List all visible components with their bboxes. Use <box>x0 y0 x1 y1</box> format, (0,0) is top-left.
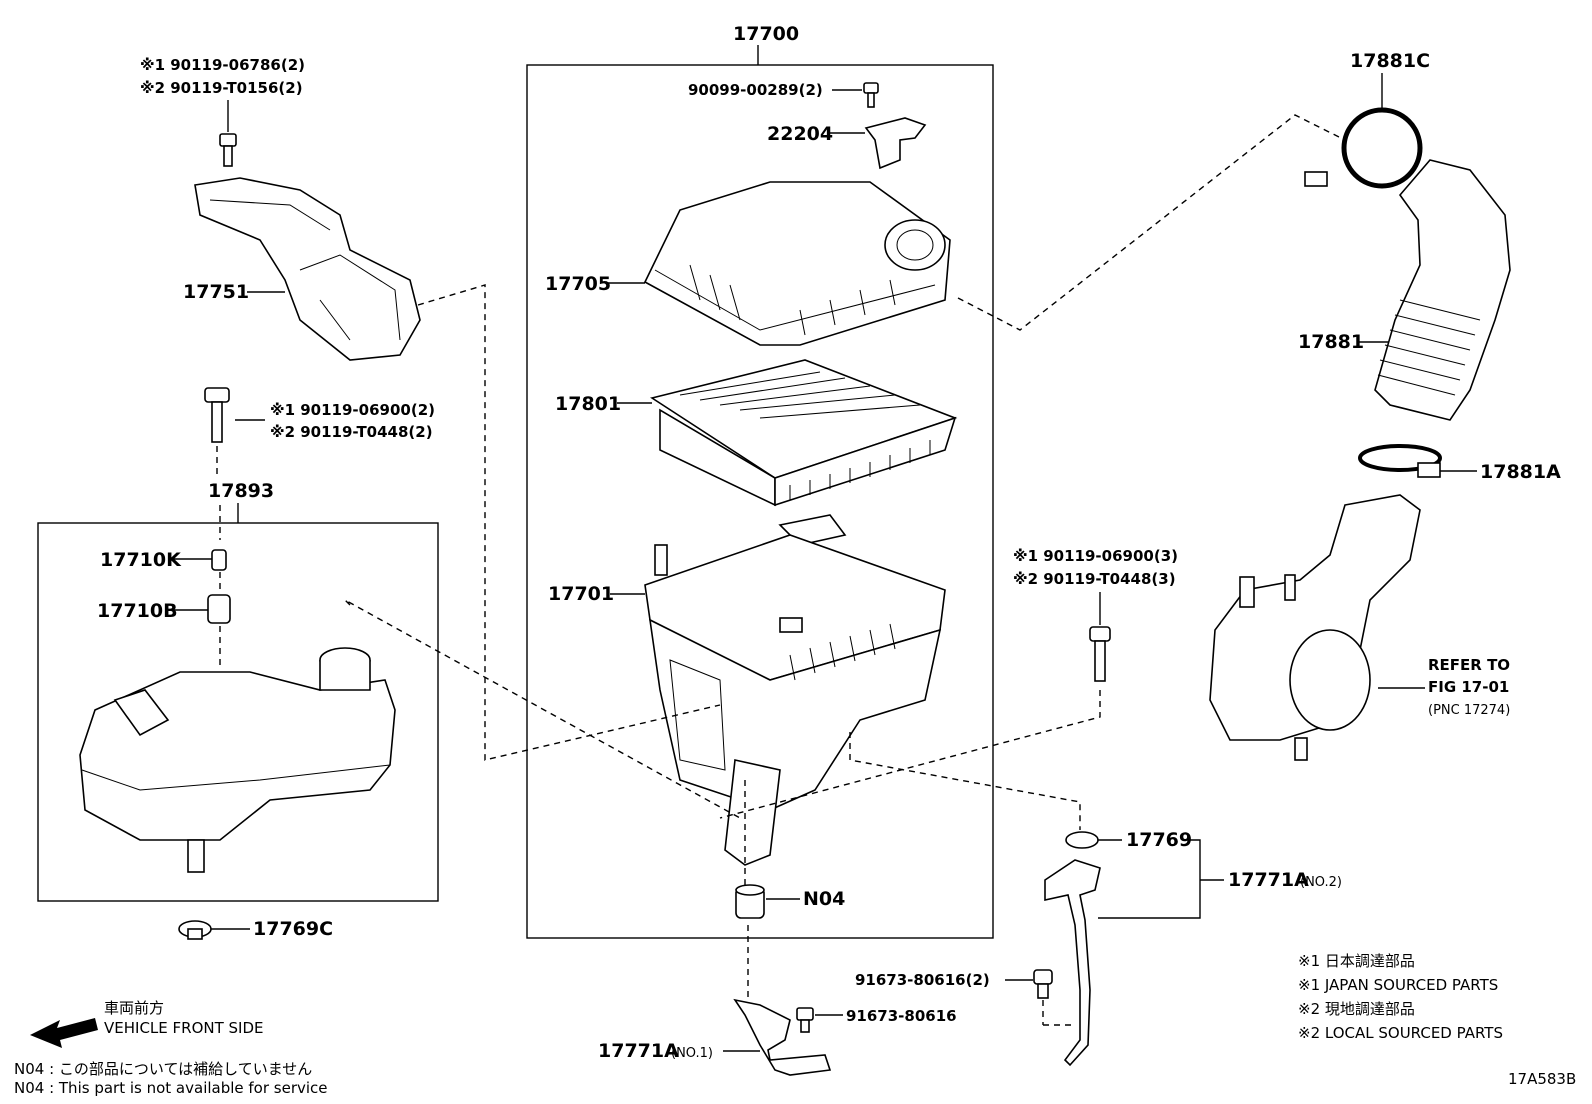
legend-src2-jp: ※2 現地調達部品 <box>1298 1000 1415 1018</box>
label-refer-3: (PNC 17274) <box>1428 703 1510 718</box>
bracket-no2-part <box>1044 859 1101 1067</box>
label-case-bolt-2: ※2 90119-T0448(3) <box>1013 570 1176 588</box>
label-clamp-a: 17881A <box>1480 461 1561 483</box>
air-filter-element-part <box>650 359 958 507</box>
air-cleaner-cap-part <box>643 181 951 346</box>
grommet-c-part <box>178 920 212 940</box>
bracket-no1-part <box>733 998 832 1076</box>
label-case-bolt-1: ※1 90119-06900(3) <box>1013 547 1178 565</box>
legend-front-en: VEHICLE FRONT SIDE <box>104 1019 264 1037</box>
clamp-a-part <box>1358 444 1442 478</box>
label-bolt-91673-2: 91673-80616(2) <box>855 971 990 989</box>
label-grommet: 17769 <box>1126 829 1192 851</box>
label-cap: 17705 <box>545 273 611 295</box>
label-clamp-c: 17881C <box>1350 50 1430 72</box>
label-case: 17701 <box>548 583 614 605</box>
label-bracket1-sub: (NO.1) <box>671 1046 713 1061</box>
label-res-bolt-1: ※1 90119-06900(2) <box>270 401 435 419</box>
label-inlet-bolt-2: ※2 90119-T0156(2) <box>140 79 303 97</box>
label-grommet-c: 17769C <box>253 918 333 940</box>
figure-id: 17A583B <box>1508 1070 1576 1088</box>
label-bracket2-sub: (NO.2) <box>1300 875 1342 890</box>
resonator-box <box>37 522 439 902</box>
resonator-part <box>79 647 396 873</box>
label-refer-1: REFER TO <box>1428 656 1510 674</box>
clamp-c-part <box>1304 107 1423 189</box>
label-inlet-bolt-1: ※1 90119-06786(2) <box>140 56 305 74</box>
bolt-91673-part <box>796 1007 814 1033</box>
grommet-part <box>1065 831 1099 849</box>
bolt-91673-2-part <box>1033 969 1053 999</box>
label-bracket1: 17771A <box>598 1040 679 1062</box>
air-hose-part <box>1374 159 1511 421</box>
inlet-bolt-part <box>219 133 237 167</box>
label-bolt-top: 90099-00289(2) <box>688 81 823 99</box>
label-resonator: 17893 <box>208 480 274 502</box>
collar-k-part <box>211 549 227 571</box>
cushion-b-part <box>207 594 231 624</box>
case-bolt-part <box>1089 626 1111 682</box>
assembly-box <box>526 64 994 939</box>
label-sensor: 22204 <box>767 123 833 145</box>
label-k: 17710K <box>100 549 182 571</box>
label-element: 17801 <box>555 393 621 415</box>
label-refer-2: FIG 17-01 <box>1428 678 1509 696</box>
legend-src1-jp: ※1 日本調達部品 <box>1298 952 1415 970</box>
legend-n04-jp: N04 : この部品については補給していません <box>14 1060 312 1078</box>
sensor-part <box>864 117 927 170</box>
throttle-body-part <box>1209 494 1421 761</box>
label-bracket2: 17771A <box>1228 869 1309 891</box>
label-assy: 17700 <box>733 23 799 45</box>
label-hose: 17881 <box>1298 331 1364 353</box>
resonator-bolt-part <box>204 387 230 443</box>
legend-src2-en: ※2 LOCAL SOURCED PARTS <box>1298 1024 1503 1042</box>
label-res-bolt-2: ※2 90119-T0448(2) <box>270 423 433 441</box>
n04-part <box>735 884 765 919</box>
label-n04: N04 <box>803 888 845 910</box>
legend-src1-en: ※1 JAPAN SOURCED PARTS <box>1298 976 1498 994</box>
label-bolt-91673: 91673-80616 <box>846 1007 957 1025</box>
label-b: 17710B <box>97 600 178 622</box>
legend-front-jp: 車両前方 <box>104 999 164 1017</box>
label-inlet: 17751 <box>183 281 249 303</box>
air-cleaner-case-part <box>644 514 946 866</box>
bolt-top-part <box>863 82 879 108</box>
air-inlet-part <box>194 177 421 361</box>
legend-n04-en: N04 : This part is not available for ser… <box>14 1079 328 1097</box>
front-arrow-icon <box>30 1018 98 1048</box>
